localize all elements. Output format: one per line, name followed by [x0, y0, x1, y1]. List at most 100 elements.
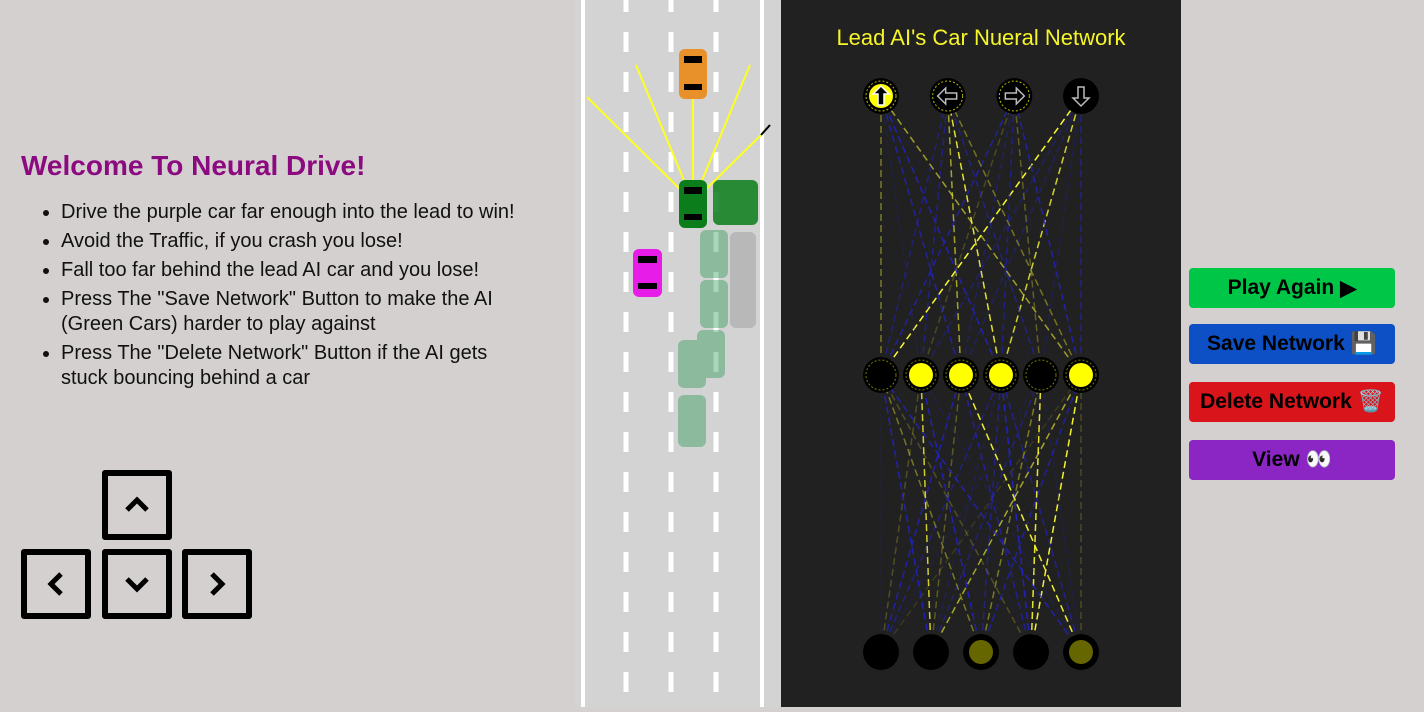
- hidden-node: [1023, 357, 1059, 393]
- hidden-output-connection: [880, 95, 1042, 376]
- save-network-button[interactable]: Save Network💾: [1189, 324, 1395, 364]
- hidden-output-connection: [1000, 95, 1016, 376]
- hidden-output-connection: [946, 95, 1082, 376]
- down-arrow-key[interactable]: [102, 549, 172, 619]
- floppy-disk-icon: 💾: [1350, 332, 1377, 355]
- view-label: View: [1252, 448, 1300, 471]
- hidden-output-connection: [880, 95, 1016, 376]
- input-hidden-connection: [920, 374, 982, 653]
- input-hidden-connection: [880, 374, 1042, 653]
- left-arrow-key[interactable]: [21, 549, 91, 619]
- hidden-output-connection: [880, 95, 1082, 376]
- hidden-output-connection: [920, 95, 949, 376]
- input-hidden-connection: [930, 374, 1042, 653]
- hidden-output-connection: [920, 95, 1016, 376]
- right-arrow-key[interactable]: [182, 549, 252, 619]
- play-again-button[interactable]: Play Again▶: [1189, 268, 1395, 308]
- input-hidden-connection: [960, 374, 982, 653]
- view-button[interactable]: View👀: [1189, 440, 1395, 480]
- hidden-output-connection: [880, 95, 962, 376]
- input-node-activation: [1069, 640, 1093, 664]
- input-node-activation: [1019, 640, 1043, 664]
- input-hidden-connection: [980, 374, 1002, 653]
- hidden-output-connection: [1013, 95, 1082, 376]
- hidden-node-activation: [1029, 363, 1053, 387]
- input-hidden-connection: [880, 374, 1032, 653]
- arrow-up-icon: [871, 84, 891, 106]
- neural-network-panel: Lead AI's Car Nueral Network: [781, 0, 1181, 707]
- eyes-icon: 👀: [1305, 448, 1332, 471]
- network-title: Lead AI's Car Nueral Network: [836, 25, 1126, 50]
- player-car: [633, 249, 662, 297]
- instructions-panel: Welcome To Neural Drive! Drive the purpl…: [21, 150, 561, 395]
- hidden-output-connection: [960, 95, 1016, 376]
- trash-icon: 🗑️: [1357, 390, 1384, 413]
- chevron-up-icon: [125, 496, 149, 512]
- lead-ai-car: [679, 180, 707, 228]
- input-hidden-connection: [920, 374, 932, 653]
- hidden-output-connection: [880, 95, 922, 376]
- instruction-item: Fall too far behind the lead AI car and …: [61, 258, 521, 283]
- network-graph: [863, 78, 1099, 670]
- input-node: [1063, 634, 1099, 670]
- arrow-right-icon: [1004, 86, 1026, 106]
- save-network-label: Save Network: [1207, 332, 1345, 355]
- input-hidden-connection: [880, 374, 962, 653]
- play-icon: ▶: [1340, 276, 1357, 300]
- input-hidden-connection: [920, 374, 1032, 653]
- hidden-output-connection: [880, 95, 949, 376]
- output-node: [929, 78, 966, 114]
- hidden-node-activation: [869, 363, 893, 387]
- input-hidden-connection: [1000, 374, 1082, 653]
- input-hidden-connection: [930, 374, 1082, 653]
- delete-network-button[interactable]: Delete Network🗑️: [1189, 382, 1395, 422]
- instruction-list: Drive the purple car far enough into the…: [21, 200, 561, 391]
- input-hidden-connection: [1040, 374, 1082, 653]
- hidden-output-connection: [946, 95, 1002, 376]
- input-hidden-connection: [960, 374, 1032, 653]
- output-node: [996, 78, 1033, 114]
- input-node: [863, 634, 899, 670]
- arrow-down-icon: [1071, 86, 1091, 108]
- chevron-left-icon: [47, 572, 63, 596]
- input-hidden-connection: [980, 374, 1082, 653]
- input-hidden-connection: [880, 374, 1002, 653]
- input-hidden-connection: [930, 374, 962, 653]
- hidden-output-connection: [946, 95, 1042, 376]
- ai-cars-cluster: [713, 180, 758, 225]
- input-node-activation: [969, 640, 993, 664]
- up-arrow-key[interactable]: [102, 470, 172, 540]
- chevron-right-icon: [210, 572, 226, 596]
- instruction-item: Press The "Save Network" Button to make …: [61, 287, 521, 337]
- instruction-item: Press The "Delete Network" Button if the…: [61, 341, 521, 391]
- input-hidden-connection: [960, 374, 1082, 653]
- hidden-output-connection: [960, 95, 1082, 376]
- arrow-left-icon: [936, 86, 958, 106]
- instruction-item: Avoid the Traffic, if you crash you lose…: [61, 229, 521, 254]
- hidden-node: [863, 357, 899, 393]
- input-hidden-connection: [1030, 374, 1082, 653]
- hidden-output-connection: [1013, 95, 1042, 376]
- input-hidden-connection: [1030, 374, 1042, 653]
- traffic-car: [679, 49, 707, 99]
- input-hidden-connection: [920, 374, 1082, 653]
- sensor-rays: [586, 64, 762, 203]
- hidden-node-activation: [1069, 363, 1093, 387]
- input-node-activation: [919, 640, 943, 664]
- hidden-output-connection: [946, 95, 962, 376]
- hidden-node-activation: [989, 363, 1013, 387]
- play-again-label: Play Again: [1227, 276, 1335, 299]
- ai-ghost-cars: [678, 230, 756, 447]
- page-title: Welcome To Neural Drive!: [21, 150, 366, 181]
- input-hidden-connection: [880, 374, 922, 653]
- input-hidden-connection: [880, 374, 982, 653]
- input-node: [963, 634, 999, 670]
- input-node-activation: [869, 640, 893, 664]
- input-node: [1013, 634, 1049, 670]
- instruction-item: Drive the purple car far enough into the…: [61, 200, 521, 225]
- input-hidden-connection: [980, 374, 1042, 653]
- input-node: [913, 634, 949, 670]
- output-node: [1063, 78, 1099, 114]
- hidden-output-connection: [880, 95, 1002, 376]
- input-hidden-connection: [1000, 374, 1032, 653]
